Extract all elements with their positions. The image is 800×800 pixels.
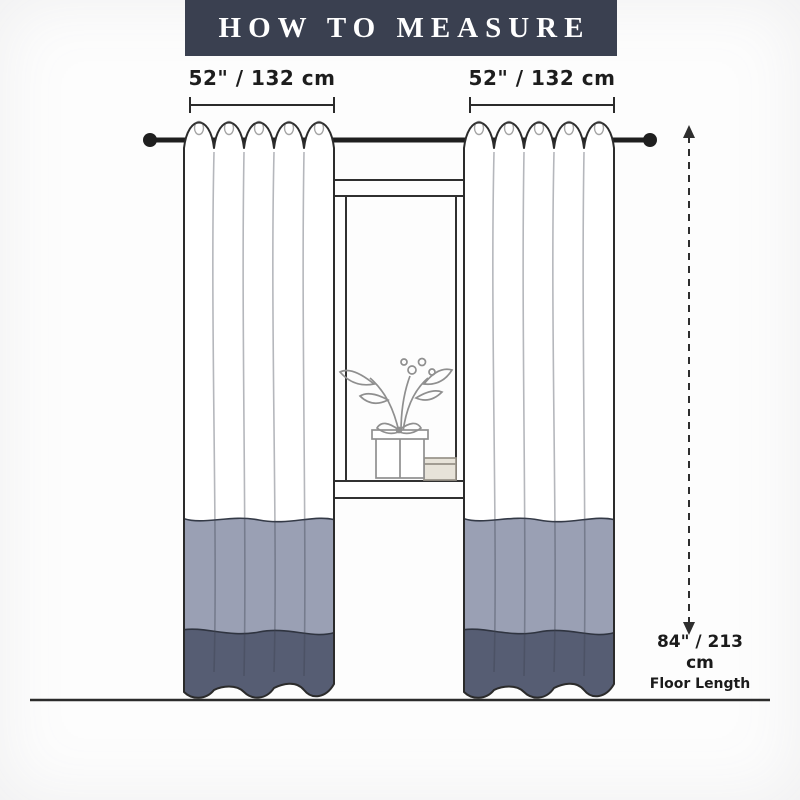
rod-finial-left: [143, 133, 157, 147]
width-measurement-right: 52" / 132 cm: [468, 66, 616, 90]
gift-box-small: [423, 457, 457, 481]
curtain-panel-left: [182, 122, 336, 717]
width-bracket-left: [189, 97, 335, 113]
arrow-up-icon: [683, 125, 695, 138]
plant-and-gift-decor: [338, 357, 457, 481]
rod-finial-right: [643, 133, 657, 147]
arrow-down-icon: [683, 622, 695, 635]
length-measurement: 84" / 213 cm Floor Length: [645, 632, 755, 693]
curtain-panel-right: [462, 122, 616, 717]
title-banner: HOW TO MEASURE: [185, 0, 617, 56]
page-title: HOW TO MEASURE: [218, 11, 591, 44]
length-caption: Floor Length: [649, 675, 751, 692]
plant-illustration: [338, 357, 454, 433]
length-value: 84" / 213 cm: [656, 632, 744, 674]
gift-box-large: [371, 422, 429, 479]
width-bracket-right: [469, 97, 615, 113]
width-measurement-left: 52" / 132 cm: [188, 66, 336, 90]
height-dimension-line: [683, 125, 695, 635]
